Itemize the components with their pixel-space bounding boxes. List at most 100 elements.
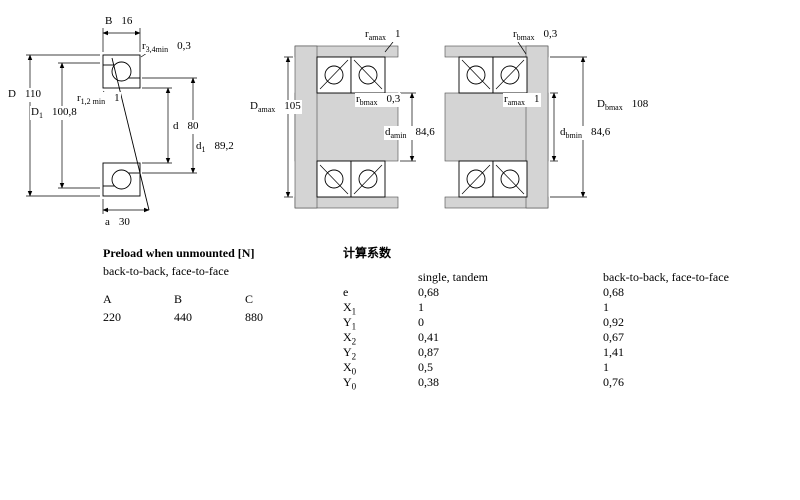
factor-value-pair: 0,68 [603, 285, 624, 299]
factor-row: X1 1 1 [343, 300, 793, 317]
dim-subscript: bmin [565, 131, 582, 141]
dim-symbol: d [196, 140, 202, 152]
dim-symbol: r [365, 28, 369, 40]
dim-subscript: 1 [201, 145, 206, 155]
dim-value: 1 [534, 93, 540, 105]
factors-title: 计算系数 [343, 246, 392, 260]
dim-subscript: 1 [38, 111, 43, 121]
factor-row: X0 0,5 1 [343, 360, 793, 377]
dim-symbol: r [356, 93, 360, 105]
factor-symbol: e [343, 285, 349, 299]
factor-value-single: 0,38 [418, 375, 439, 389]
dim-symbol: d [173, 120, 179, 132]
dim-label-ramax-top: ramax 1 [364, 28, 402, 43]
dim-value: 1 [114, 92, 120, 104]
factor-row: Y0 0,38 0,76 [343, 375, 793, 392]
dim-subscript: bmax [604, 103, 623, 113]
factor-value-pair: 0,92 [603, 315, 624, 329]
factors-col-header-pair: back-to-back, face-to-face [603, 270, 729, 284]
dim-symbol: d [560, 126, 566, 138]
dim-symbol: D [31, 106, 39, 118]
dim-symbol: r [142, 40, 146, 52]
dim-symbol: D [250, 100, 258, 112]
dim-subscript: amax [368, 33, 386, 43]
dim-subscript: amax [257, 105, 276, 115]
preload-value-c: 880 [245, 310, 263, 324]
dim-value: 0,3 [543, 28, 558, 40]
arrangement-back-to-back [284, 41, 416, 209]
contact-angle-line [111, 57, 150, 211]
factors-table: e 0,68 0,68 X1 1 1 Y1 0 0,92 X2 0,41 0,6… [343, 285, 793, 392]
dim-value: 16 [121, 15, 133, 27]
factor-value-single: 0,68 [418, 285, 439, 299]
shaft-housing-shading [294, 45, 399, 209]
dim-label-dbmin: dbmin 84,6 [559, 126, 612, 141]
dim-value: 110 [24, 88, 42, 100]
dim-value: 84,6 [415, 126, 435, 138]
dim-subscript: bmax [359, 98, 378, 108]
preload-subtitle: back-to-back, face-to-face [103, 264, 229, 278]
factor-value-pair: 0,67 [603, 330, 624, 344]
factor-value-single: 0,87 [418, 345, 439, 359]
dim-label-a: a 30 [104, 216, 131, 231]
dim-label-d1: d1 89,2 [195, 140, 235, 155]
arrangement-face-to-face [444, 41, 587, 209]
factor-row: Y1 0 0,92 [343, 315, 793, 332]
dim-label-width-B: B 16 [104, 15, 134, 30]
factor-value-pair: 1 [603, 360, 609, 374]
dim-label-rbmax-mid: rbmax 0,3 [355, 93, 402, 108]
dim-value: 84,6 [590, 126, 611, 138]
bearing-pair-sections [316, 56, 386, 198]
dim-value: 0,3 [386, 93, 401, 105]
dim-subscript: amax [507, 98, 525, 108]
dim-subscript: 1,2 min [80, 97, 106, 107]
dim-label-r12min: r1,2 min 1 [76, 92, 121, 107]
dim-value: 30 [118, 216, 130, 228]
dim-symbol: a [105, 216, 110, 228]
factor-value-pair: 0,76 [603, 375, 624, 389]
preload-value-a: 220 [103, 310, 121, 324]
dim-value: 100,8 [51, 106, 77, 118]
dim-symbol: B [105, 15, 113, 27]
factor-value-pair: 1,41 [603, 345, 624, 359]
contact-angle-lines [461, 59, 525, 195]
dim-value: 80 [187, 120, 199, 132]
contact-angle-lines [319, 59, 383, 195]
dim-symbol: D [8, 88, 16, 100]
preload-value-b: 440 [174, 310, 192, 324]
dim-label-bore-d: d 80 [172, 120, 200, 135]
factor-symbol: Y0 [343, 375, 357, 392]
factor-symbol: X0 [343, 360, 357, 377]
preload-col-header-a: A [103, 292, 112, 306]
factor-symbol: Y1 [343, 315, 357, 332]
factor-value-single: 0,5 [418, 360, 433, 374]
dim-symbol: r [77, 92, 81, 104]
dim-symbol: r [504, 93, 508, 105]
factor-row: X2 0,41 0,67 [343, 330, 793, 347]
factor-value-pair: 1 [603, 300, 609, 314]
dim-label-D1: D1 100,8 [30, 106, 78, 121]
factor-symbol: X2 [343, 330, 357, 347]
bearing-ball [111, 169, 132, 190]
single-bearing-cross-section [102, 54, 150, 211]
factor-row: Y2 0,87 1,41 [343, 345, 793, 362]
dim-symbol: r [513, 28, 517, 40]
factor-value-single: 0 [418, 315, 424, 329]
dim-label-Damax: Damax 105 [249, 100, 302, 115]
factor-symbol: Y2 [343, 345, 357, 362]
factor-symbol: X1 [343, 300, 357, 317]
preload-title: Preload when unmounted [N] [103, 246, 255, 260]
dim-value: 1 [395, 28, 401, 40]
factor-value-single: 0,41 [418, 330, 439, 344]
dim-value: 89,2 [214, 140, 234, 152]
dim-subscript: bmax [516, 33, 535, 43]
preload-col-header-c: C [245, 292, 254, 306]
dim-value: 105 [284, 100, 301, 112]
factor-row: e 0,68 0,68 [343, 285, 793, 301]
dim-label-outer-diameter-D: D 110 [7, 88, 43, 103]
